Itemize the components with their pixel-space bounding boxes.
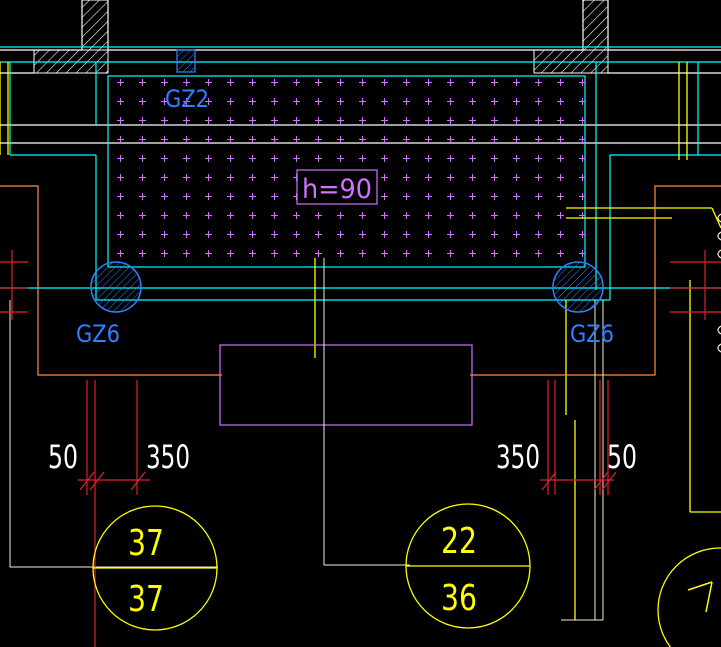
grid-bubble-mid[interactable]: 22 36 (405, 503, 531, 629)
bubble-left-top: 37 (128, 523, 164, 564)
wall-hatch (33, 0, 609, 74)
slab-label: h=90 (302, 174, 372, 205)
bubble-left-bottom: 37 (128, 579, 164, 620)
dim-left-350: 350 (146, 438, 190, 476)
cream-lines (9, 258, 604, 621)
orange-lines (0, 185, 721, 376)
slab-label-box (296, 169, 378, 205)
edge-symbols-right (717, 213, 721, 353)
bubble-mid-bottom: 36 (441, 578, 477, 619)
magenta-lines (219, 344, 473, 426)
column-gz6-left-marker[interactable] (90, 261, 142, 313)
column-gz2-marker[interactable] (176, 49, 196, 73)
column-gz6-right-tag: GZ6 (570, 320, 614, 348)
column-gz6-left-tag: GZ6 (76, 320, 120, 348)
red-marks (0, 250, 721, 647)
dim-left-50: 50 (48, 438, 78, 476)
dim-right-50: 50 (607, 438, 637, 476)
column-gz6-right-marker[interactable] (552, 261, 604, 313)
yellow-lines (0, 62, 721, 620)
grid-bubble-left[interactable]: 37 37 (92, 505, 218, 631)
bubble-mid-top: 22 (441, 521, 477, 562)
grid-bubble-right-partial[interactable] (657, 547, 721, 647)
dim-right-350: 350 (496, 438, 540, 476)
column-gz2-tag: GZ2 (165, 85, 209, 113)
